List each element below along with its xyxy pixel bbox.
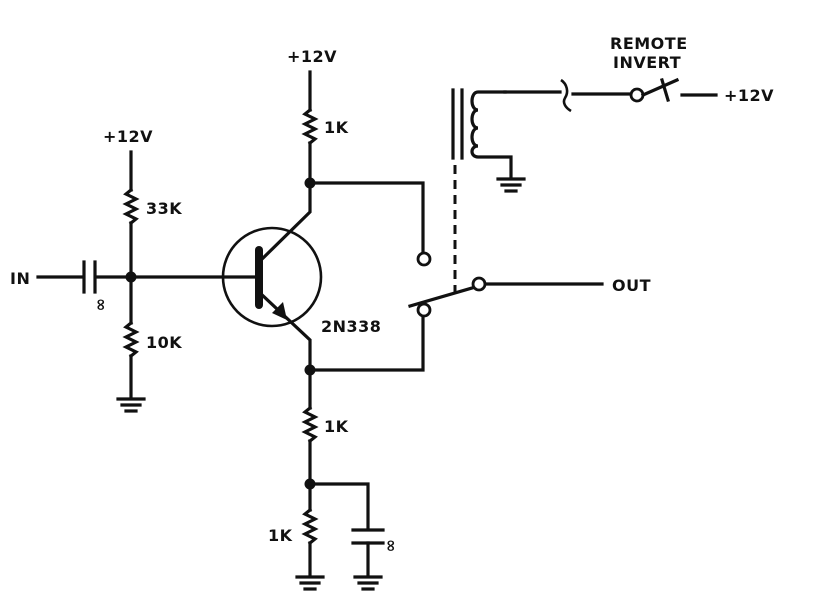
label-c-input: ∞ bbox=[92, 298, 111, 312]
resistor-collector-1k bbox=[301, 107, 319, 146]
relay-switch: OUT bbox=[408, 165, 651, 308]
transistor-collector bbox=[256, 181, 312, 265]
ground-icon bbox=[496, 177, 526, 193]
label-supply-center: +12V bbox=[287, 47, 337, 66]
transistor-emitter bbox=[256, 289, 312, 372]
label-supply-left: +12V bbox=[103, 127, 153, 146]
label-invert: INVERT bbox=[613, 53, 681, 72]
switch-blade bbox=[640, 77, 680, 98]
ground-icon bbox=[116, 397, 146, 413]
ground-icon bbox=[353, 575, 383, 591]
relay-contact-nc bbox=[416, 251, 432, 267]
transistor-2n338: 2N338 bbox=[221, 181, 381, 372]
label-r-collector: 1K bbox=[324, 118, 349, 137]
label-remote: REMOTE bbox=[610, 34, 688, 53]
capacitor-bypass bbox=[351, 528, 385, 545]
wire-collector-to-contact bbox=[308, 181, 425, 255]
label-r-emitter: 1K bbox=[324, 417, 349, 436]
resistor-10k bbox=[122, 320, 140, 359]
bias-network: +12V 33K 10K bbox=[103, 127, 182, 413]
resistor-emitter-1k bbox=[301, 405, 319, 444]
relay-armature bbox=[408, 286, 474, 308]
wire-to-bypass-cap bbox=[308, 482, 370, 531]
emitter-branch: 1K ∞ 1K bbox=[268, 302, 432, 591]
relay-core-icon bbox=[451, 88, 464, 160]
relay-coil-icon bbox=[470, 90, 513, 180]
remote-invert-switch[interactable] bbox=[640, 77, 680, 102]
relay-contact-no bbox=[416, 302, 432, 318]
label-10k: 10K bbox=[146, 333, 182, 352]
ground-icon bbox=[295, 575, 325, 591]
wire-break-icon bbox=[560, 78, 572, 113]
emitter-arrow-icon bbox=[272, 302, 287, 320]
switch-terminal bbox=[629, 87, 645, 103]
label-r-emitter-bottom: 1K bbox=[268, 526, 293, 545]
relay-coil-section: +12V REMOTE INVERT bbox=[451, 34, 774, 193]
relay-contact-common bbox=[471, 276, 487, 292]
label-c-bypass: ∞ bbox=[382, 539, 401, 553]
capacitor-input bbox=[82, 260, 97, 294]
input-section: IN ∞ bbox=[10, 260, 256, 312]
label-in: IN bbox=[10, 269, 30, 288]
switch-contact bbox=[660, 78, 670, 102]
label-transistor: 2N338 bbox=[321, 317, 381, 336]
label-33k: 33K bbox=[146, 199, 182, 218]
transistor-envelope bbox=[221, 226, 323, 328]
collector-branch: +12V 1K bbox=[287, 47, 432, 267]
label-supply-right: +12V bbox=[724, 86, 774, 105]
label-out: OUT bbox=[612, 276, 651, 295]
resistor-emitter-bottom-1k bbox=[301, 507, 319, 546]
wire-emitter-to-contact bbox=[308, 316, 425, 372]
resistor-33k bbox=[122, 187, 140, 226]
